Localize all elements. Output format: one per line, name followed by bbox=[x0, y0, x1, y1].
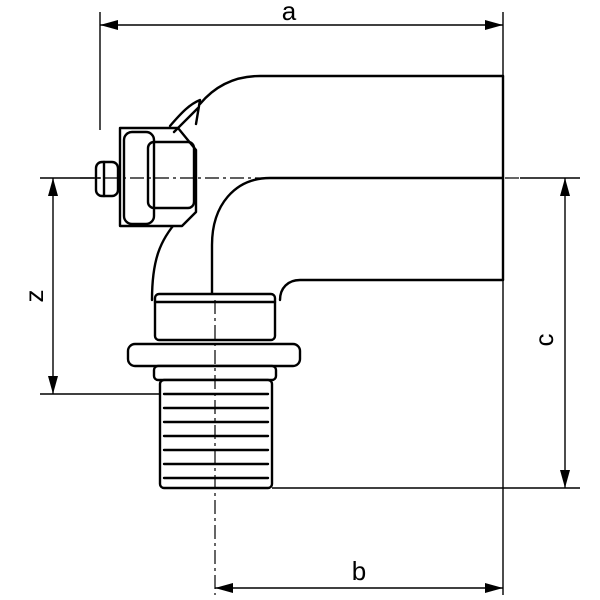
ribbed-spigot bbox=[158, 378, 274, 490]
fastening-head bbox=[94, 98, 202, 228]
dimension-label-z: z bbox=[19, 290, 49, 303]
elbow-body bbox=[150, 74, 505, 302]
extension-lines bbox=[40, 12, 580, 595]
dimension-label-a: a bbox=[282, 0, 297, 26]
dimension-label-c: c bbox=[529, 334, 559, 347]
dimension-b: b bbox=[215, 556, 503, 593]
dimension-a: a bbox=[100, 0, 503, 30]
dimension-c: c bbox=[529, 178, 570, 488]
dimension-z: z bbox=[19, 178, 58, 394]
center-lines bbox=[80, 177, 520, 595]
press-sleeve bbox=[126, 292, 302, 382]
dimension-label-b: b bbox=[352, 556, 366, 586]
